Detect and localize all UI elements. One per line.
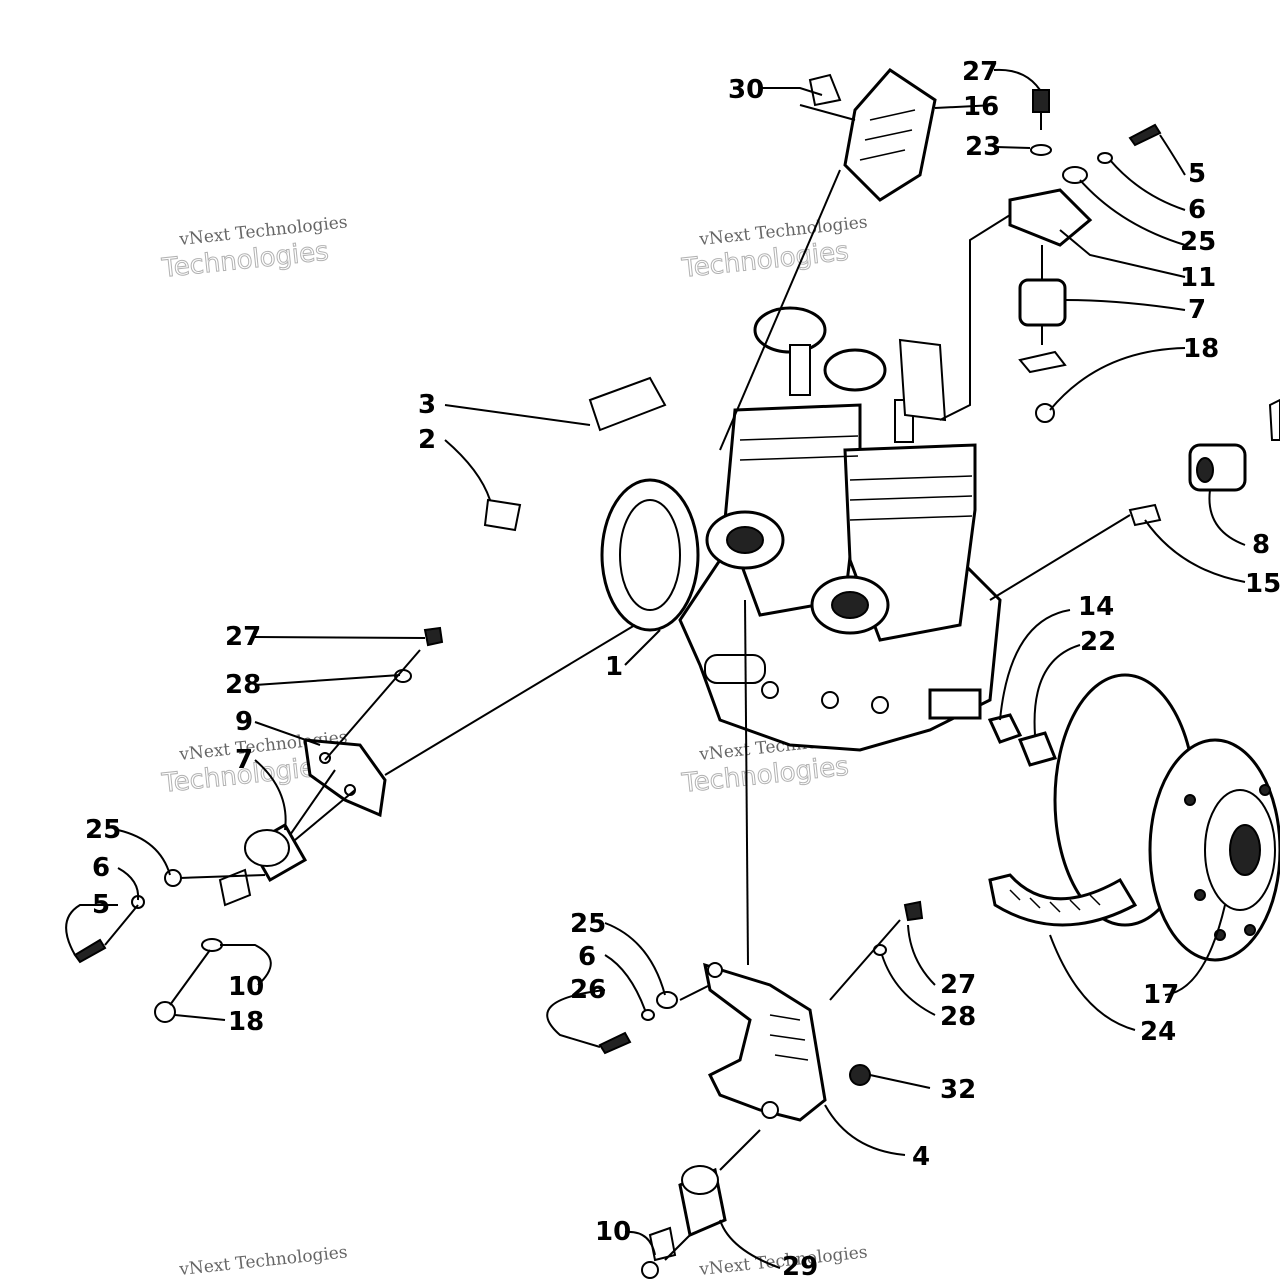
callout-18-left: 18	[228, 1007, 264, 1037]
callout-6-left: 6	[92, 853, 110, 883]
callout-27-top: 27	[962, 57, 998, 87]
callout-22: 22	[1080, 627, 1116, 657]
lower-bracket-4	[598, 900, 924, 1279]
engine-assembly	[600, 306, 1002, 752]
callout-6-bottom: 6	[578, 942, 596, 972]
callout-16: 16	[963, 92, 999, 122]
decal-parts	[483, 376, 667, 532]
drive-clutch-17	[1053, 673, 1280, 962]
callout-28-left: 28	[225, 670, 261, 700]
callout-18-top: 18	[1183, 334, 1219, 364]
callout-25-bottom: 25	[570, 909, 606, 939]
callout-labels: 30 16 27 23 5 6 25 11 7 18 3 2 8 15 14 2…	[85, 57, 1280, 1280]
callout-5-top: 5	[1188, 159, 1206, 189]
callout-10-bottom: 10	[595, 1217, 631, 1247]
callout-2: 2	[418, 425, 436, 455]
callout-17: 17	[1143, 980, 1179, 1010]
left-rubber-mount-7	[73, 822, 308, 1023]
callout-26: 26	[570, 975, 606, 1005]
right-side-mount	[1128, 398, 1280, 527]
callout-8: 8	[1252, 530, 1270, 560]
callout-6-top: 6	[1188, 195, 1206, 225]
drive-belt-24	[988, 873, 1138, 927]
callout-14: 14	[1078, 592, 1114, 622]
spacers-14-22	[987, 713, 1058, 767]
callout-4: 4	[912, 1142, 930, 1172]
callout-32: 32	[940, 1075, 976, 1105]
callout-9: 9	[235, 707, 253, 737]
callout-15: 15	[1245, 569, 1280, 599]
watermark-group: vNext Technologies Technologies vNext Te…	[159, 212, 868, 1280]
callout-28-bottom: 28	[940, 1002, 976, 1032]
watermark-text: vNext Technologies	[177, 1242, 348, 1280]
callout-23: 23	[965, 132, 1001, 162]
callout-7-left: 7	[235, 745, 253, 775]
callout-25-top: 25	[1180, 227, 1216, 257]
callout-11: 11	[1180, 263, 1216, 293]
leader-lines	[65, 68, 1246, 1269]
left-mount-bracket-9	[303, 626, 444, 818]
callout-29: 29	[782, 1252, 818, 1280]
callout-5-left: 5	[92, 890, 110, 920]
callout-24: 24	[1140, 1017, 1176, 1047]
callout-10-left: 10	[228, 972, 264, 1002]
callout-1: 1	[605, 652, 623, 682]
right-mount-stack	[1008, 89, 1162, 423]
callout-27-left: 27	[225, 622, 261, 652]
callout-25-left: 25	[85, 815, 121, 845]
callout-30: 30	[728, 75, 764, 105]
callout-3: 3	[418, 390, 436, 420]
top-bracket-16	[808, 68, 937, 202]
callout-7-top: 7	[1188, 295, 1206, 325]
callout-27-bottom: 27	[940, 970, 976, 1000]
